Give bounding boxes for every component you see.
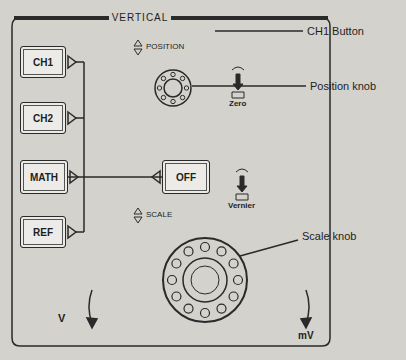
panel-marking: Vernier xyxy=(228,202,255,211)
callout-label: CH1 Button xyxy=(307,25,364,37)
knob-dot xyxy=(161,95,165,99)
panel-outline xyxy=(12,18,330,346)
knob-grip xyxy=(184,304,193,313)
button-label: MATH xyxy=(30,172,58,183)
knob-dot xyxy=(161,76,165,80)
knob-grip xyxy=(184,247,193,256)
panel-marking: V xyxy=(58,312,65,324)
scale-knob xyxy=(163,238,247,322)
panel-marking: SCALE xyxy=(146,211,172,220)
panel-title: VERTICAL xyxy=(109,11,172,25)
leader-line xyxy=(215,30,303,32)
panel-marking: mV xyxy=(298,330,314,341)
knob-grip xyxy=(168,276,177,285)
knob-grip xyxy=(229,292,238,301)
push-icon xyxy=(232,67,244,98)
push-icon xyxy=(236,169,248,200)
leader-line xyxy=(240,240,298,256)
button-label: OFF xyxy=(176,172,196,183)
knob-grip xyxy=(217,247,226,256)
panel-marking: Zero xyxy=(229,100,246,109)
callout-label: Scale knob xyxy=(302,230,356,242)
knob-dot xyxy=(157,86,161,90)
panel-button: REF xyxy=(20,216,66,248)
knob-dot xyxy=(171,99,175,103)
leader-line xyxy=(192,85,306,87)
position-knob xyxy=(155,70,191,106)
button-label: REF xyxy=(33,227,53,238)
panel-button: CH2 xyxy=(20,102,66,134)
knob-dot xyxy=(184,86,188,90)
callout-label: Position knob xyxy=(310,80,376,92)
button-label: CH1 xyxy=(33,57,53,68)
button-label: CH2 xyxy=(33,113,53,124)
arrowhead xyxy=(301,318,311,328)
panel-button: MATH xyxy=(20,160,68,194)
knob-grip xyxy=(217,304,226,313)
knob-dot xyxy=(180,95,184,99)
connector-line xyxy=(68,176,162,178)
knob-grip xyxy=(229,259,238,268)
knob-dot xyxy=(171,72,175,76)
arrowhead xyxy=(87,318,97,328)
knob-dot xyxy=(180,76,184,80)
knob-grip xyxy=(172,259,181,268)
panel-button: CH1 xyxy=(20,46,66,78)
channel-bracket xyxy=(68,56,84,238)
updown-arrows xyxy=(134,40,142,55)
knob-grip xyxy=(201,243,210,252)
updown-arrows xyxy=(134,208,142,223)
knob-grip xyxy=(172,292,181,301)
knob-grip xyxy=(234,276,243,285)
knob-grip xyxy=(201,309,210,318)
panel-button: OFF xyxy=(162,160,210,194)
leader-line xyxy=(76,31,215,62)
panel-marking: POSITION xyxy=(146,43,184,52)
